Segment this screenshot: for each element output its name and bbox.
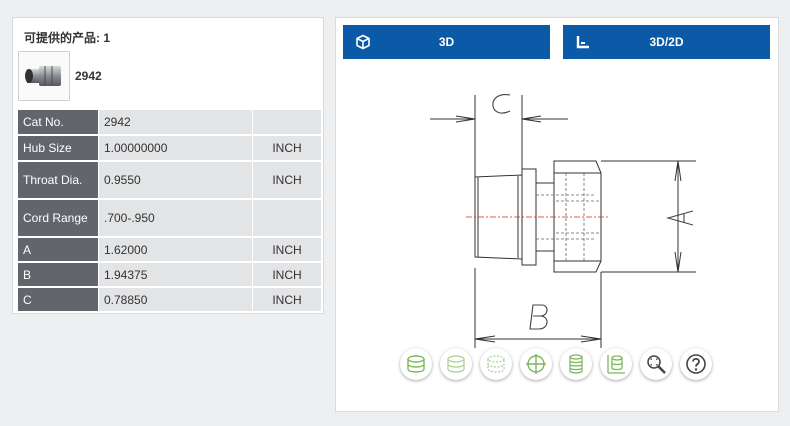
cylinder-dashed-button[interactable] [480,348,512,380]
spec-label: B [18,263,98,286]
table-row: Cat No. 2942 [18,110,321,134]
product-panel: 可提供的产品: 1 2942 Cat No. 2942 Hub Size [12,17,324,314]
table-row: Cord Range .700-.950 [18,200,321,236]
drawing-icon [576,36,589,49]
cylinder-solid-button[interactable] [400,348,432,380]
dim-letter-b [529,304,548,330]
technical-drawing: C A B [430,94,696,348]
spec-unit: INCH [252,238,321,261]
cube-icon [356,34,370,50]
view-3d2d-label: 3D/2D [649,35,684,49]
measure-icon [607,355,625,374]
spec-unit: INCH [252,288,321,311]
cylinder-outline-button[interactable] [440,348,472,380]
spec-unit [252,110,321,134]
spec-unit: INCH [252,263,321,286]
dim-letter-c [492,94,511,114]
spec-unit [252,200,321,236]
view-3d2d-button[interactable]: 3D/2D [563,25,770,59]
measure-button[interactable] [600,348,632,380]
table-row: C 0.78850 INCH [18,288,321,311]
spec-value: 1.62000 [98,238,252,261]
spec-value: 1.00000000 [98,136,252,160]
spec-value: 0.9550 [98,162,252,198]
zoom-fit-button[interactable] [640,348,672,380]
spec-unit: INCH [252,162,321,198]
spec-label: A [18,238,98,261]
cylinder-solid-icon [407,355,425,373]
fitting-thumbnail-icon [25,66,61,86]
layers-icon [569,354,583,374]
layers-button[interactable] [560,348,592,380]
zoom-fit-icon [647,355,666,374]
crosshair-button[interactable] [520,348,552,380]
table-row: Hub Size 1.00000000 INCH [18,136,321,160]
spec-label: Throat Dia. [18,162,98,198]
spec-label: Cat No. [18,110,98,134]
spec-label: Cord Range [18,200,98,236]
spec-table: Cat No. 2942 Hub Size 1.00000000 INCH Th… [18,108,321,313]
table-row: B 1.94375 INCH [18,263,321,286]
spec-value: 2942 [98,110,252,134]
spec-value: 0.78850 [98,288,252,311]
help-icon [686,354,706,374]
spec-label: C [18,288,98,311]
table-row: A 1.62000 INCH [18,238,321,261]
view-3d-label: 3D [438,35,455,49]
spec-value: .700-.950 [98,200,252,236]
spec-label: Hub Size [18,136,98,160]
viewer-panel: 3D 3D/2D [335,17,779,412]
dim-letter-a [665,210,694,226]
view-3d-button[interactable]: 3D [343,25,550,59]
crosshair-icon [526,354,546,374]
table-row: Throat Dia. 0.9550 INCH [18,162,321,198]
help-button[interactable] [680,348,712,380]
spec-unit: INCH [252,136,321,160]
spec-value: 1.94375 [98,263,252,286]
available-products-title: 可提供的产品: 1 [24,31,111,45]
cylinder-dashed-icon [487,355,505,373]
product-name[interactable]: 2942 [75,69,102,83]
product-thumbnail[interactable] [18,51,70,101]
cylinder-outline-icon [447,355,465,373]
